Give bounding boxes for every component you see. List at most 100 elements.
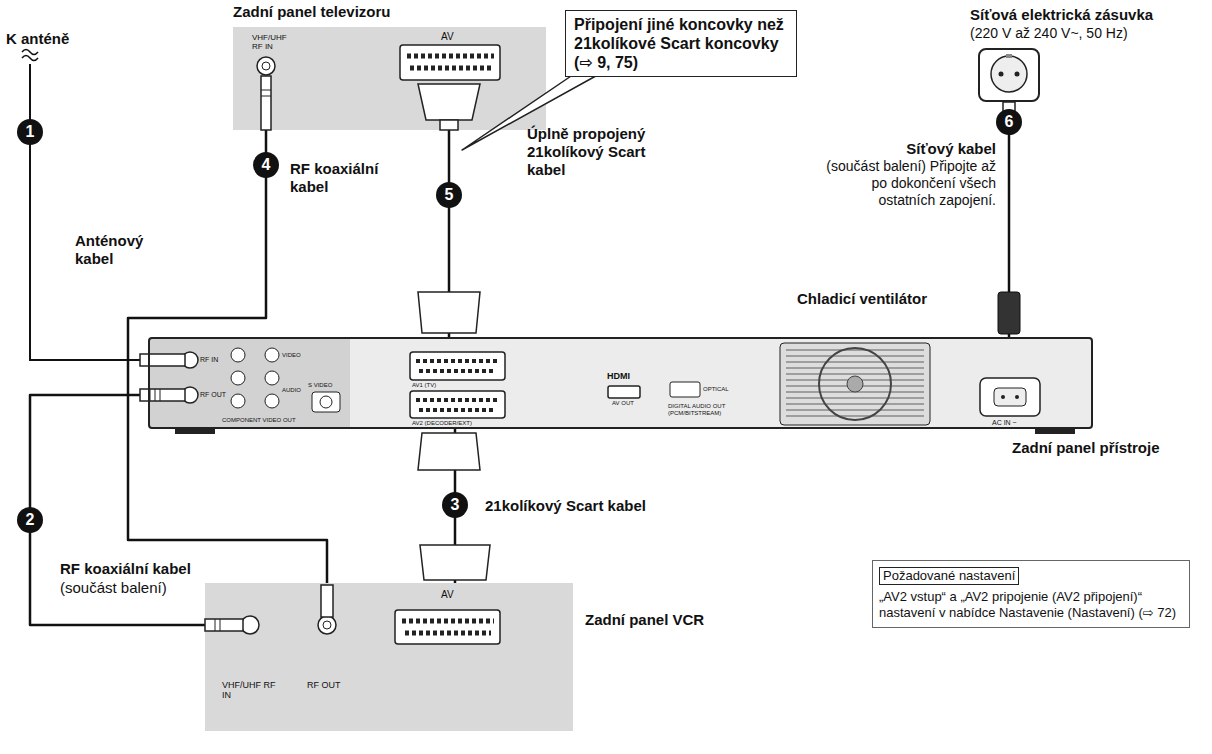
tv-rear-panel — [257, 57, 275, 75]
recorder-rear-panel — [140, 389, 185, 401]
tv-rear-panel — [418, 84, 480, 120]
recorder-rear-panel — [265, 348, 279, 362]
recorder-rear-panel — [780, 343, 930, 425]
port-label: COMPONENT VIDEO OUT — [222, 417, 296, 424]
recorder-rear-panel — [786, 409, 924, 411]
vcr-rear-panel — [402, 619, 494, 624]
cable-label: Anténový kabel — [75, 232, 160, 268]
mains-socket-box: Síťová elektrická zásuvka(220 V až 240 V… — [978, 48, 1040, 102]
recorder-rear-panel — [140, 354, 185, 366]
vcr-rear-panel — [321, 585, 333, 617]
recorder-rear-panel — [320, 396, 332, 408]
tv-rear-panel — [261, 96, 271, 97]
cable-label: RF koaxiální kabel — [290, 160, 400, 196]
callout-number: 2 — [17, 507, 43, 533]
recorder-rear-panel — [786, 397, 924, 399]
recorder-rear-panel — [670, 382, 700, 397]
port-label: HDMI — [607, 371, 630, 381]
port-label: AV2 (DECODER/EXT) — [412, 420, 472, 427]
recorder-rear-panel — [786, 350, 924, 416]
node-heading: Zadní panel přístroje — [1012, 439, 1160, 457]
part-label: Chladicí ventilátor — [797, 290, 927, 308]
recorder-rear-panel — [786, 361, 924, 363]
node-heading: Požadované nastavení — [883, 568, 1015, 584]
scart-plug — [418, 433, 480, 470]
recorder-rear-panel — [786, 373, 924, 375]
recorder-rear-panel — [416, 359, 499, 363]
recorder-rear-panel — [819, 348, 891, 420]
port-label: RF IN — [200, 356, 218, 364]
mains-socket — [999, 72, 1004, 77]
recorder-rear-panel — [175, 429, 215, 434]
antenna-label: K anténě — [6, 30, 69, 48]
port-label: RF OUT — [200, 391, 226, 399]
tv-rear-panel — [440, 120, 458, 130]
recorder-rear-panel — [608, 386, 640, 398]
vcr-rear-panel — [205, 619, 243, 631]
port-label: DIGITAL AUDIO OUT (PCM/BITSTREAM) — [668, 403, 773, 417]
port-label: RF OUT — [307, 680, 341, 690]
vcr-rear-panel — [405, 631, 491, 636]
cable-label: RF koaxiální kabel — [60, 560, 191, 578]
recorder-rear-panel — [786, 355, 924, 357]
recorder-rear-panel — [410, 352, 505, 380]
node-heading: „AV2 vstup“ a „AV2 pripojenie (AV2 připo… — [879, 589, 1183, 621]
mains-socket — [978, 48, 1040, 102]
vcr-rear-panel — [318, 616, 336, 634]
recorder-rear-panel — [1001, 395, 1005, 399]
tv-rear-panel — [262, 62, 270, 70]
vcr-rear-panel — [215, 619, 216, 631]
port-label: AV1 (TV) — [412, 382, 436, 389]
cable-note: (součást balení) Připojte až po dokončen… — [818, 158, 996, 209]
recorder-rear-panel — [419, 369, 496, 373]
port-label: AC IN ~ — [992, 419, 1017, 427]
settings-heading: Požadované nastavení — [879, 567, 1019, 585]
port-label: AUDIO — [282, 387, 301, 394]
mains-plug — [998, 292, 1020, 334]
port-label: VHF/UHF RF IN — [222, 680, 277, 700]
node-heading: Připojení jiné koncovky než 21kolíkové S… — [574, 15, 788, 72]
scart-plug — [420, 545, 490, 580]
tv-rear-panel — [410, 66, 491, 71]
callout-number: 4 — [253, 152, 279, 178]
vcr-rear-panel — [205, 583, 573, 731]
port-label: OPTICAL — [703, 386, 729, 393]
recorder-rear-panel — [419, 408, 496, 412]
recorder-rear-panel — [1015, 395, 1019, 399]
vcr-panel: Zadní panel VCR — [205, 583, 573, 731]
mains-socket — [978, 48, 1040, 114]
recorder-rear-panel — [231, 348, 245, 362]
node-heading: Síťová elektrická zásuvka — [970, 6, 1153, 24]
cable-label: 21kolíkový Scart kabel — [485, 497, 646, 515]
vcr-rear-panel — [395, 610, 500, 644]
recorder-rear-panel — [786, 367, 924, 369]
recorder-rear-panel — [416, 398, 499, 402]
recorder-rear-panel — [155, 389, 156, 401]
tv-rear-panel — [233, 27, 546, 130]
recorder-rear-panel — [1035, 429, 1075, 434]
tv-panel: Zadní panel televizoru — [233, 27, 546, 130]
tv-rear-panel — [400, 45, 500, 80]
tv-rear-panel — [233, 27, 546, 130]
recorder-rear-panel — [312, 392, 340, 412]
port-label: VIDEO — [282, 352, 301, 359]
antenna-cable — [30, 64, 142, 360]
vcr-rear-panel — [220, 619, 221, 631]
callout-box: Připojení jiné koncovky než 21kolíkové S… — [565, 10, 797, 77]
cable-label: Úplně propojený 21kolíkový Scart kabel — [527, 125, 667, 179]
tv-rear-panel — [407, 54, 494, 59]
vcr-rear-panel — [205, 583, 573, 731]
node-heading: Zadní panel VCR — [585, 611, 704, 629]
antenna-symbol — [22, 50, 38, 61]
antenna-symbol — [22, 56, 38, 61]
node-heading: Zadní panel televizoru — [233, 3, 391, 21]
port-label: S VIDEO — [308, 382, 332, 389]
recorder-rear-panel — [994, 388, 1026, 406]
cable-label: Síťový kabel — [846, 140, 996, 158]
recorder-rear-panel — [786, 349, 924, 351]
settings-box: „AV2 vstup“ a „AV2 pripojenie (AV2 připo… — [872, 560, 1190, 628]
recorder-rear-panel — [410, 391, 505, 418]
recorder-rear-panel — [231, 394, 245, 408]
mains-socket — [1006, 54, 1012, 58]
node-text: (220 V až 240 V~, 50 Hz) — [970, 25, 1128, 42]
